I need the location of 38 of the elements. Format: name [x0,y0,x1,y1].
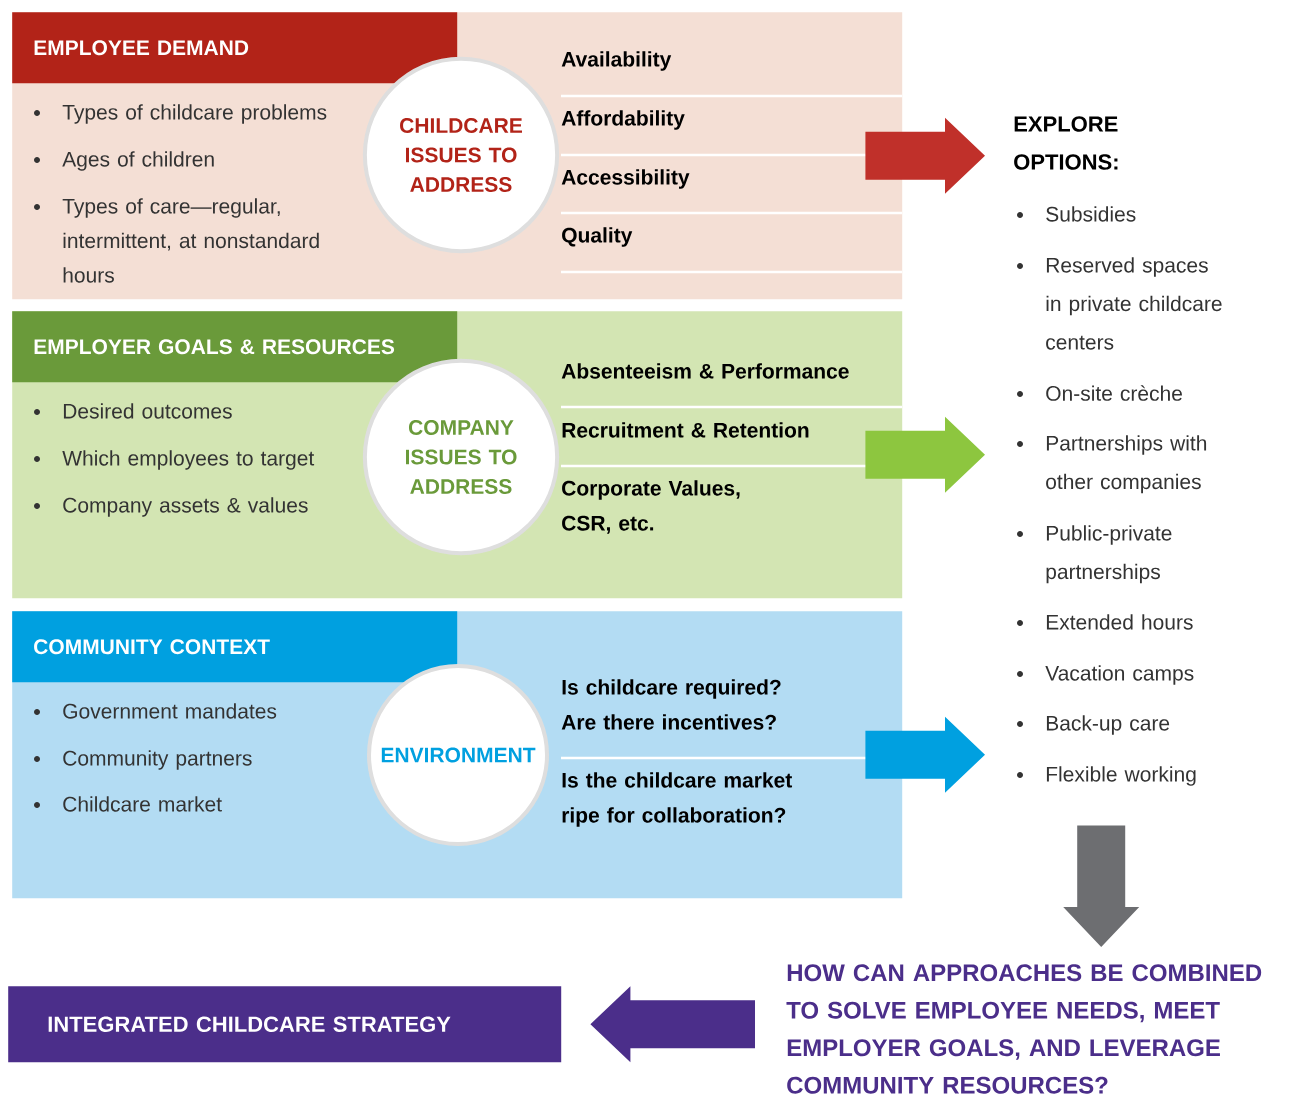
bullet-item: On-site crèche [1017,385,1182,401]
bullet-item: Ages of children [34,151,214,171]
bullet-item: Flexible working [1017,766,1196,786]
bullet-item: Subsidies [1017,206,1136,222]
bullet-item: Reserved spaces in private childcare centers [1017,257,1222,350]
issue-label: Availability [561,51,672,71]
bullet-item: Partnerships with other companies [1017,435,1207,494]
block-arrow [865,117,985,194]
block-arrow [1063,825,1140,947]
strategy-box: INTEGRATED CHILDCARE STRATEGY [8,986,562,1063]
issue-label: Accessibility [561,169,690,189]
question-text: HOW CAN APPROACHES BE COMBINED TO SOLVE EMPLOYEE NEEDS, MEET EMPLOYER GOALS, AND LEVERAGE COMMUNITY RESOURCES? [786,964,1262,1094]
bullet-item: Types of childcare problems [34,104,327,124]
header-band: EMPLOYER GOALS & RESOURCES [12,311,458,383]
bullet-item: Government mandates [34,703,277,719]
issue-label: Is the childcare market ripe for collaboration? [562,772,792,827]
bullet-item: Company assets & values [34,497,308,517]
block-arrow [590,986,755,1063]
bullet-item: Which employees to target [34,450,315,470]
bullet-item: Desired outcomes [34,403,232,419]
bullet-item: Vacation camps [1017,665,1194,685]
header-band: COMMUNITY CONTEXT [12,611,458,683]
bullet-item: Public-private partnerships [1017,525,1172,584]
bullet-item: Childcare market [34,796,222,812]
block-arrow [865,716,985,793]
bullet-item: Community partners [34,750,252,770]
block-arrow [865,416,985,493]
options-heading: EXPLORE OPTIONS: [1014,116,1118,170]
bullet-item: Types of care—regular, intermittent, at nonstandard hours [34,198,319,283]
header-band: EMPLOYEE DEMAND [12,12,458,84]
issue-label: Corporate Values, CSR, etc. [562,480,740,534]
issue-label: Recruitment & Retention [562,422,809,438]
issue-label: Affordability [561,110,685,130]
bullet-item: Extended hours [1017,614,1193,630]
issue-label: Absenteeism & Performance [561,363,849,379]
issue-label: Is childcare required? Are there incentives? [561,679,781,730]
issue-label: Quality [562,227,633,247]
bullet-item: Back-up care [1017,715,1170,735]
